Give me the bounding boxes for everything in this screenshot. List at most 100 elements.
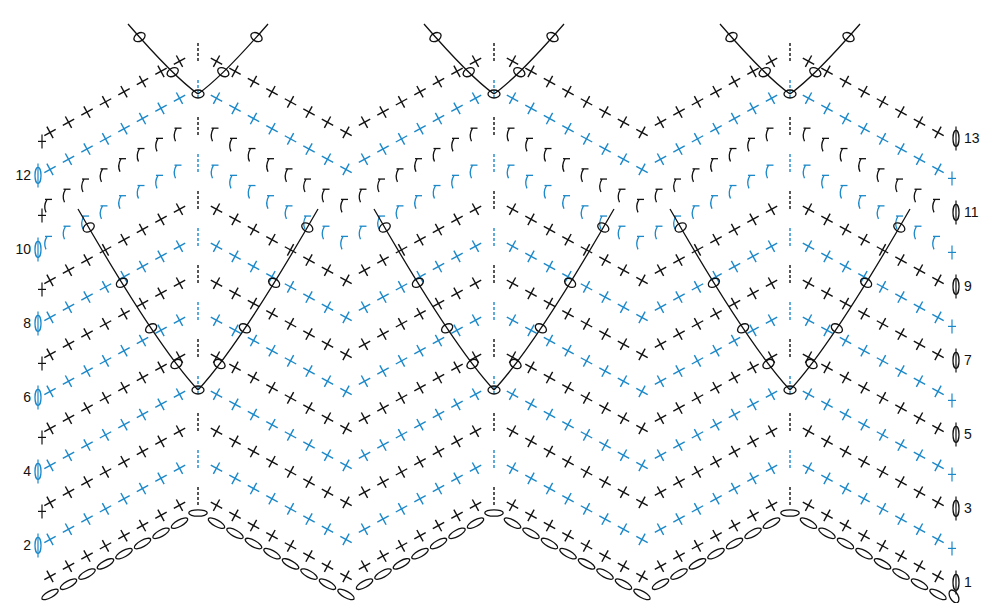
single-crochet-stitch [546,261,552,272]
single-crochet-stitch [768,55,774,66]
single-crochet-stitch [731,335,737,346]
single-crochet-stitch [583,281,589,292]
chain-stitch [595,567,614,582]
single-crochet-stitch [398,503,404,514]
single-crochet-stitch [435,224,441,235]
single-crochet-stitch [602,550,608,561]
loop-stitch [878,168,885,169]
single-crochet-stitch [935,571,941,582]
single-crochet-stitch [713,382,719,393]
single-crochet-stitch [84,402,90,413]
single-crochet-stitch [324,339,330,350]
single-crochet-stitch [139,224,145,235]
single-crochet-stitch [306,106,312,117]
single-crochet-stitch [250,520,256,531]
chain-stitch [540,536,559,551]
single-crochet-stitch [435,113,441,124]
single-crochet-stitch [916,376,922,387]
loop-stitch [45,199,52,200]
chain-stitch [892,221,906,234]
single-crochet-stitch [694,355,700,366]
single-crochet-stitch [121,530,127,541]
single-crochet-stitch [842,224,848,235]
single-crochet-stitch [916,561,922,572]
loop-stitch [822,175,824,188]
single-crochet-stitch [620,413,626,424]
single-crochet-stitch [398,392,404,403]
single-crochet-stitch [306,254,312,265]
single-crochet-stitch [158,325,164,336]
loop-stitch [915,226,922,227]
single-crochet-stitch [121,234,127,245]
single-crochet-stitch [861,345,867,356]
single-crochet-stitch [454,510,460,521]
loop-stitch [248,186,250,199]
edge-tick [38,511,46,512]
loop-stitch [822,138,824,151]
loop-stitch [508,128,515,129]
single-crochet-stitch [84,106,90,117]
centre-post [197,300,198,320]
single-crochet-stitch [139,483,145,494]
single-crochet-stitch [898,439,904,450]
centre-post [197,374,198,394]
single-crochet-stitch [84,143,90,154]
loop-stitch [711,195,718,196]
single-crochet-stitch [639,423,645,434]
single-crochet-stitch [583,429,589,440]
single-crochet-stitch [750,399,756,410]
single-crochet-stitch [176,314,182,325]
single-crochet-stitch [565,345,571,356]
centre-post [789,115,790,135]
loop-stitch [119,158,126,159]
chain-stitch [77,567,96,582]
single-crochet-stitch [417,123,423,134]
single-crochet-stitch [269,86,275,97]
single-crochet-stitch [935,312,941,323]
centre-post [789,226,790,246]
loop-stitch [341,236,348,237]
single-crochet-stitch [306,439,312,450]
single-crochet-stitch [287,540,293,551]
single-crochet-stitch [657,117,663,128]
loop-stitch [341,199,343,212]
edge-tick [38,289,46,290]
single-crochet-stitch [250,483,256,494]
loop-stitch [452,138,459,139]
single-crochet-stitch [528,214,534,225]
loop-stitch [322,189,324,202]
single-crochet-stitch [287,466,293,477]
single-crochet-stitch [102,244,108,255]
chain-stitch [558,546,577,561]
single-crochet-stitch [879,540,885,551]
single-crochet-stitch [916,302,922,313]
single-crochet-stitch [250,298,256,309]
single-crochet-stitch [676,328,682,339]
centre-post [493,78,494,98]
single-crochet-stitch [306,365,312,376]
loop-stitch [119,195,126,196]
turning-chain [955,570,956,594]
loop-stitch [138,148,145,149]
single-crochet-stitch [139,261,145,272]
single-crochet-stitch [861,456,867,467]
single-crochet-stitch [232,473,238,484]
loop-stitch [267,158,274,159]
single-crochet-stitch [343,571,349,582]
single-crochet-stitch [121,382,127,393]
loop-stitch [285,169,287,182]
single-crochet-stitch [232,362,238,373]
single-crochet-stitch [935,127,941,138]
centre-post [493,41,494,61]
single-crochet-stitch [898,328,904,339]
loop-stitch [452,175,454,188]
single-crochet-stitch [935,497,941,508]
loop-stitch [63,226,65,239]
single-crochet-stitch [380,513,386,524]
single-crochet-stitch [750,473,756,484]
loop-stitch [563,159,565,172]
chain-stitch [428,31,442,44]
turning-chain [37,163,38,187]
single-crochet-stitch [694,244,700,255]
single-crochet-stitch [676,254,682,265]
